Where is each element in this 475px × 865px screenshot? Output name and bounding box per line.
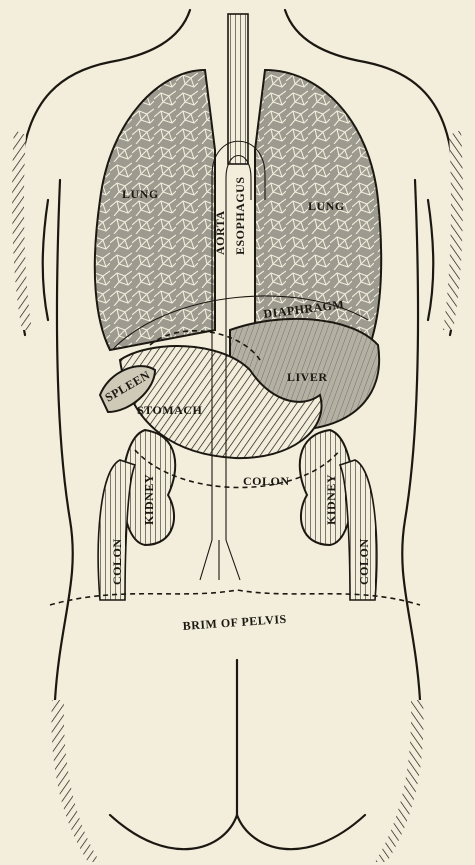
label-stomach: STOMACH <box>137 403 202 417</box>
right-lung <box>95 70 215 350</box>
label-liver: LIVER <box>287 370 328 384</box>
label-kidney-left: KIDNEY <box>324 474 338 525</box>
label-kidney-right: KIDNEY <box>142 474 156 525</box>
label-colon-transverse: COLON <box>243 474 290 488</box>
label-colon-right: COLON <box>110 538 124 585</box>
label-esophagus: ESOPHAGUS <box>233 176 247 255</box>
label-lung-left: LUNG <box>308 199 345 213</box>
label-colon-left: COLON <box>357 538 371 585</box>
label-brim-of-pelvis: BRIM OF PELVIS <box>182 612 287 633</box>
label-aorta: AORTA <box>213 210 227 255</box>
label-lung-right: LUNG <box>122 187 159 201</box>
